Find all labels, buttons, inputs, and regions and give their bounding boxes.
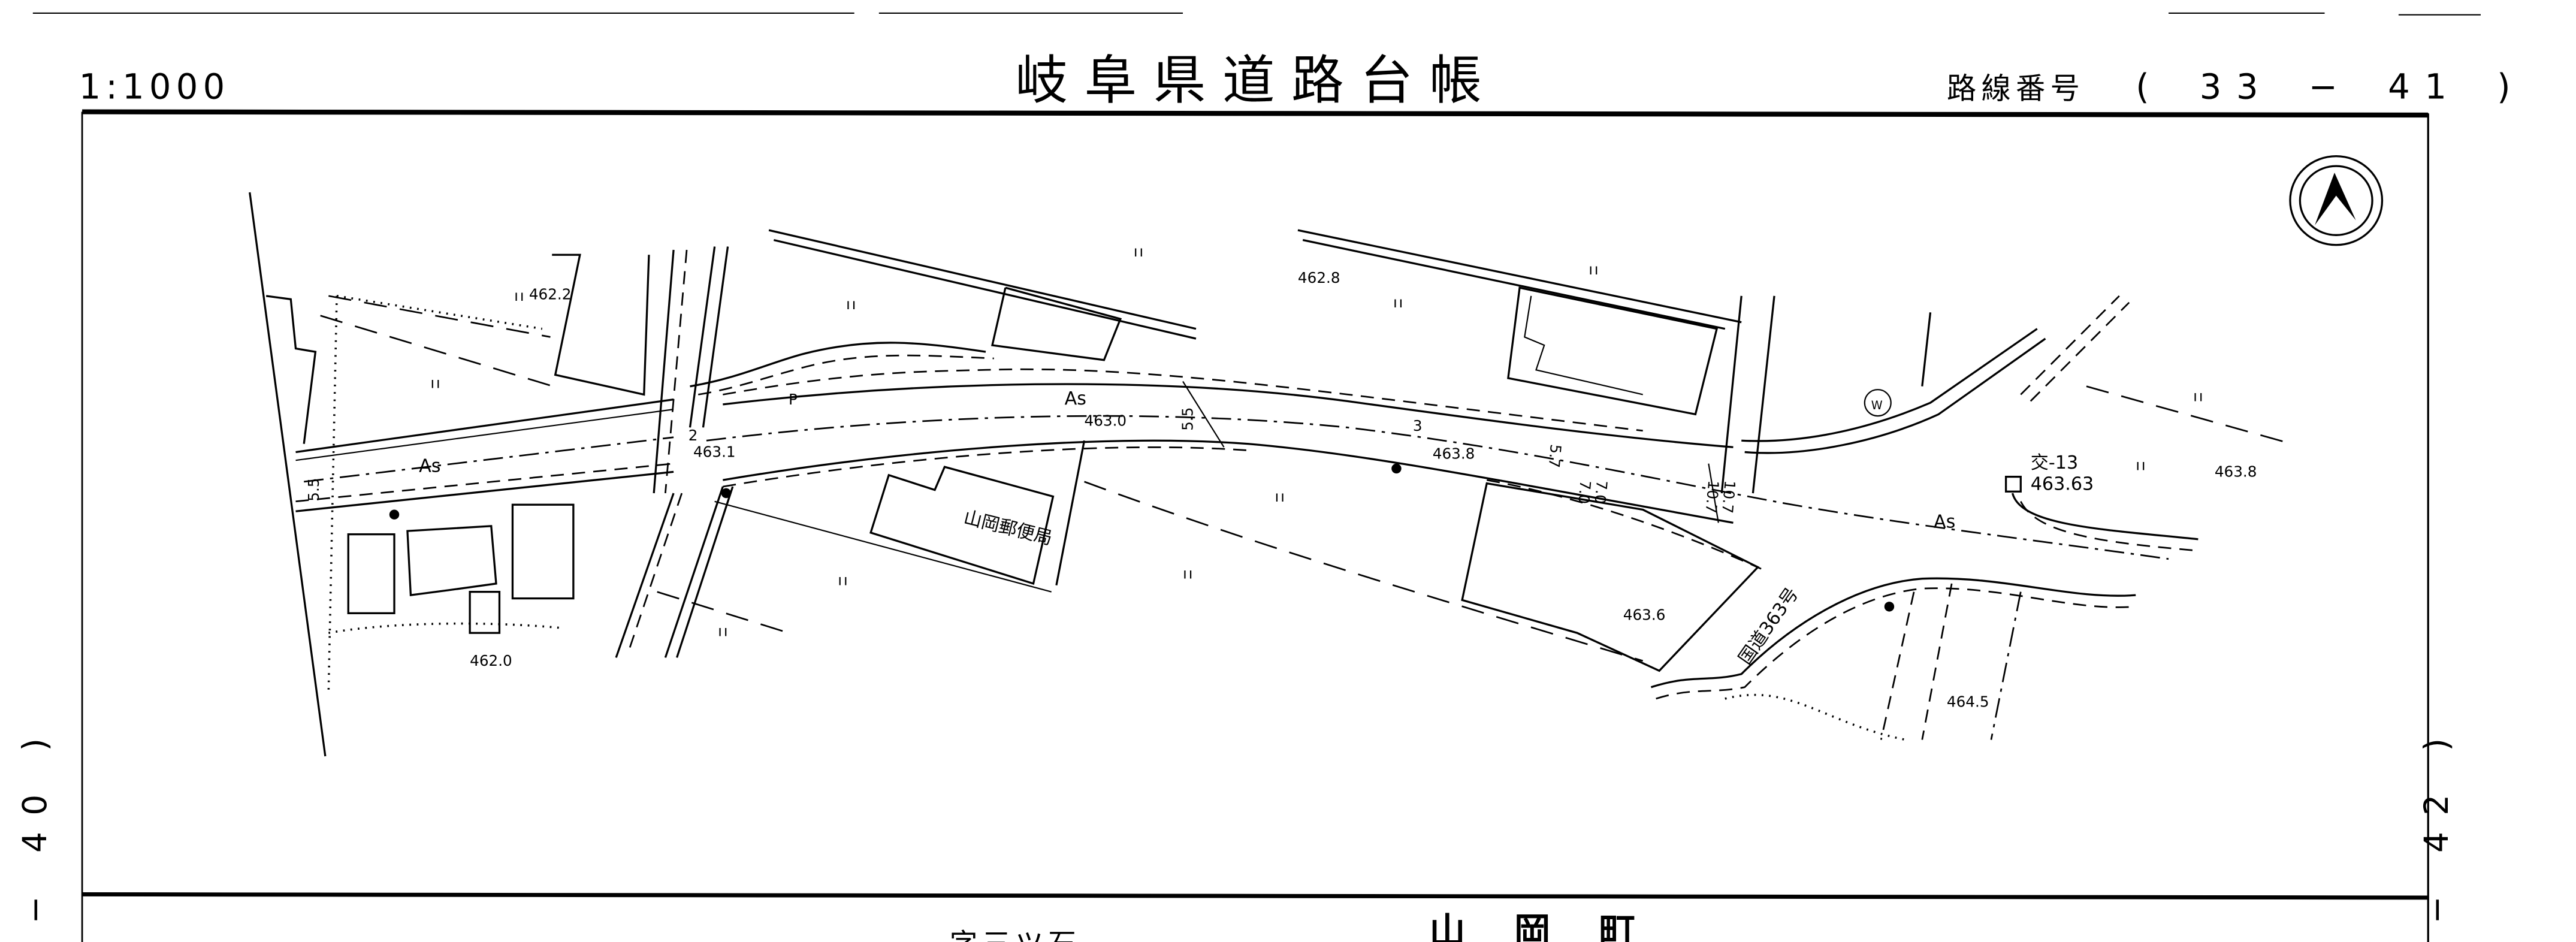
lane-mark: W — [1871, 398, 1883, 412]
page-title: 岐阜県道路台帳 — [1015, 50, 1498, 111]
lane-mark: P — [789, 391, 798, 408]
map-linework — [249, 192, 2293, 757]
svg-text:ıı: ıı — [718, 623, 729, 640]
elevation-label: 463.8 — [1433, 445, 1475, 462]
town-name: 山 岡 町 — [1429, 911, 1635, 942]
svg-text:ıı: ıı — [846, 295, 857, 313]
svg-text:ıı: ıı — [1393, 294, 1405, 311]
svg-text:ıı: ıı — [430, 374, 442, 391]
elevation-label: 462.0 — [470, 652, 512, 669]
elevation-label: 463.0 — [1085, 412, 1127, 430]
svg-text:ıı: ıı — [1275, 488, 1287, 505]
pavement-label: As — [419, 455, 440, 476]
svg-text:ıı: ıı — [2136, 457, 2147, 474]
svg-text:ıı: ıı — [838, 572, 849, 589]
road-width-label: 10.7 — [1702, 480, 1723, 514]
elevation-label: 463.8 — [2215, 463, 2257, 481]
north-arrow-icon — [2289, 155, 2384, 246]
route-number-label: 路線番号 — [1947, 71, 2085, 106]
map-frame — [81, 109, 2429, 942]
road-width-label: 5.7 — [1545, 443, 1565, 469]
elevation-label: 463.6 — [1623, 606, 1666, 623]
post-office-label: 山岡郵便局 — [962, 507, 1055, 549]
lane-mark: 3 — [1413, 417, 1423, 434]
svg-text:ıı: ıı — [1134, 243, 1145, 260]
scale-label: 1:1000 — [79, 67, 230, 107]
national-route-label: 国道363号 — [1735, 584, 1803, 668]
land-use-symbols: ıı ıı ıı ıı ıı ıı ıı ıı ıı ıı ıı ıı — [430, 243, 2204, 640]
lane-mark: 2 — [688, 427, 698, 444]
road-width-label: 7.0 — [1575, 480, 1594, 505]
road-width-label: 5.5 — [305, 478, 322, 501]
route-number: ( 33 − 41 ) — [2136, 67, 2525, 107]
top-scan-lines — [32, 12, 2481, 16]
district-name: 字三ツ石 — [950, 928, 1081, 942]
svg-text:ıı: ıı — [1589, 261, 1600, 278]
left-adjacent-sheet: 3 − 40 ) — [16, 722, 54, 942]
road-width-label: 5.5 — [1179, 407, 1196, 431]
elevation-label: 462.2 — [529, 285, 572, 303]
svg-text:ıı: ıı — [514, 287, 526, 304]
road-width-label: 10.7 — [1719, 480, 1739, 514]
svg-text:ıı: ıı — [2193, 387, 2204, 404]
road-width-label: 7.0 — [1591, 480, 1611, 505]
benchmark-id: 交-13 — [2031, 452, 2078, 473]
pavement-label: As — [1934, 512, 1955, 533]
pavement-label: As — [1065, 388, 1086, 409]
benchmark-elevation: 463.63 — [2031, 474, 2094, 495]
elevation-label: 464.5 — [1947, 693, 1989, 711]
svg-text:ıı: ıı — [1183, 565, 1194, 582]
elevation-label: 462.8 — [1298, 269, 1340, 286]
elevation-label: 463.1 — [693, 443, 736, 461]
right-adjacent-sheet: 3 − 42 ) — [2417, 722, 2456, 942]
